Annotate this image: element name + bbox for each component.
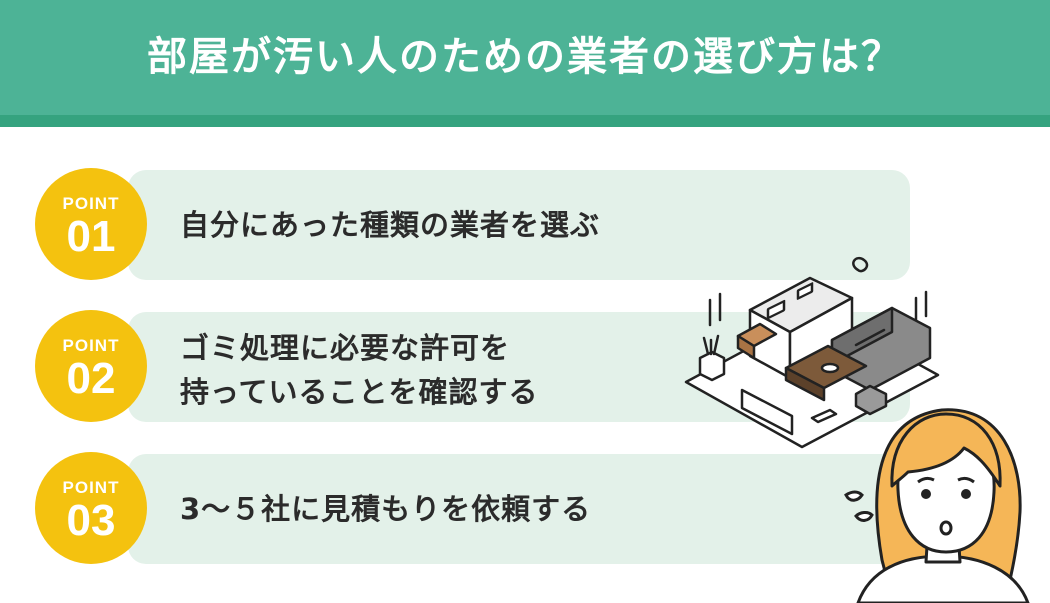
point-badge-number: 02 <box>66 354 116 403</box>
point-badge-02: POINT 02 <box>35 310 147 422</box>
point-card-01 <box>128 170 910 280</box>
point-badge-03: POINT 03 <box>35 452 147 564</box>
point-card-03 <box>128 454 910 564</box>
worried-woman-icon <box>856 408 1030 603</box>
point-badge-label: POINT <box>62 336 120 355</box>
illustration <box>684 256 1030 603</box>
point-text-01: 自分にあった種類の業者を選ぶ <box>180 208 601 242</box>
sweat-drops-icon <box>844 490 874 522</box>
messy-room-icon <box>684 256 940 449</box>
header-banner <box>0 0 1050 115</box>
point-badge-number: 01 <box>66 212 116 261</box>
point-badge-label: POINT <box>62 478 120 497</box>
point-text-02-line2: 持っていることを確認する <box>180 375 539 409</box>
point-text-03: 3〜５社に見積もりを依頼する <box>180 492 592 526</box>
page-title: 部屋が汚い人のための業者の選び方は？ <box>147 34 903 80</box>
header-underline <box>0 115 1050 127</box>
point-badge-01: POINT 01 <box>35 168 147 280</box>
point-badge-label: POINT <box>62 194 120 213</box>
point-badge-number: 03 <box>66 496 116 545</box>
point-text-02-line1: ゴミ処理に必要な許可を <box>180 331 511 365</box>
